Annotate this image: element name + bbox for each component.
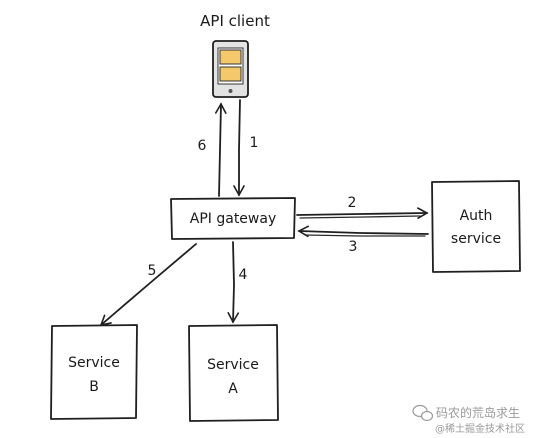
api-gateway-node: API gateway bbox=[170, 197, 296, 240]
edge-1-label: 1 bbox=[250, 135, 259, 151]
watermark: 码农的荒岛求生 @稀土掘金技术社区 bbox=[412, 404, 525, 435]
edge-1-arrow bbox=[233, 99, 245, 197]
api-gateway-label: API gateway bbox=[190, 211, 276, 227]
edge-3-label: 3 bbox=[349, 239, 358, 255]
auth-service-node: Auth service bbox=[431, 180, 521, 273]
auth-service-label-line1: Auth bbox=[460, 208, 493, 224]
edge-2-label: 2 bbox=[348, 195, 357, 211]
service-a-node: Service A bbox=[188, 324, 279, 422]
service-a-label-line2: A bbox=[228, 381, 238, 397]
service-b-node: Service B bbox=[50, 324, 138, 420]
auth-service-label-line2: service bbox=[451, 231, 501, 247]
service-b-label-line1: Service bbox=[68, 355, 120, 371]
service-a-label-line1: Service bbox=[207, 357, 259, 373]
api-client-label: API client bbox=[200, 12, 270, 30]
edge-4-label: 4 bbox=[239, 267, 248, 283]
edge-6-arrow bbox=[215, 102, 227, 197]
watermark-line2: @稀土掘金技术社区 bbox=[435, 422, 525, 435]
edge-6-label: 6 bbox=[198, 138, 207, 154]
watermark-line1: 码农的荒岛求生 bbox=[436, 405, 520, 420]
edge-5-arrow bbox=[99, 243, 197, 327]
edge-5-label: 5 bbox=[148, 263, 157, 279]
service-b-label-line2: B bbox=[89, 379, 99, 395]
edge-3-arrow bbox=[297, 225, 429, 238]
edge-4-arrow bbox=[227, 241, 240, 324]
edge-2-arrow bbox=[296, 207, 429, 219]
mobile-phone-icon bbox=[212, 40, 249, 98]
wechat-logo-icon bbox=[412, 404, 434, 422]
